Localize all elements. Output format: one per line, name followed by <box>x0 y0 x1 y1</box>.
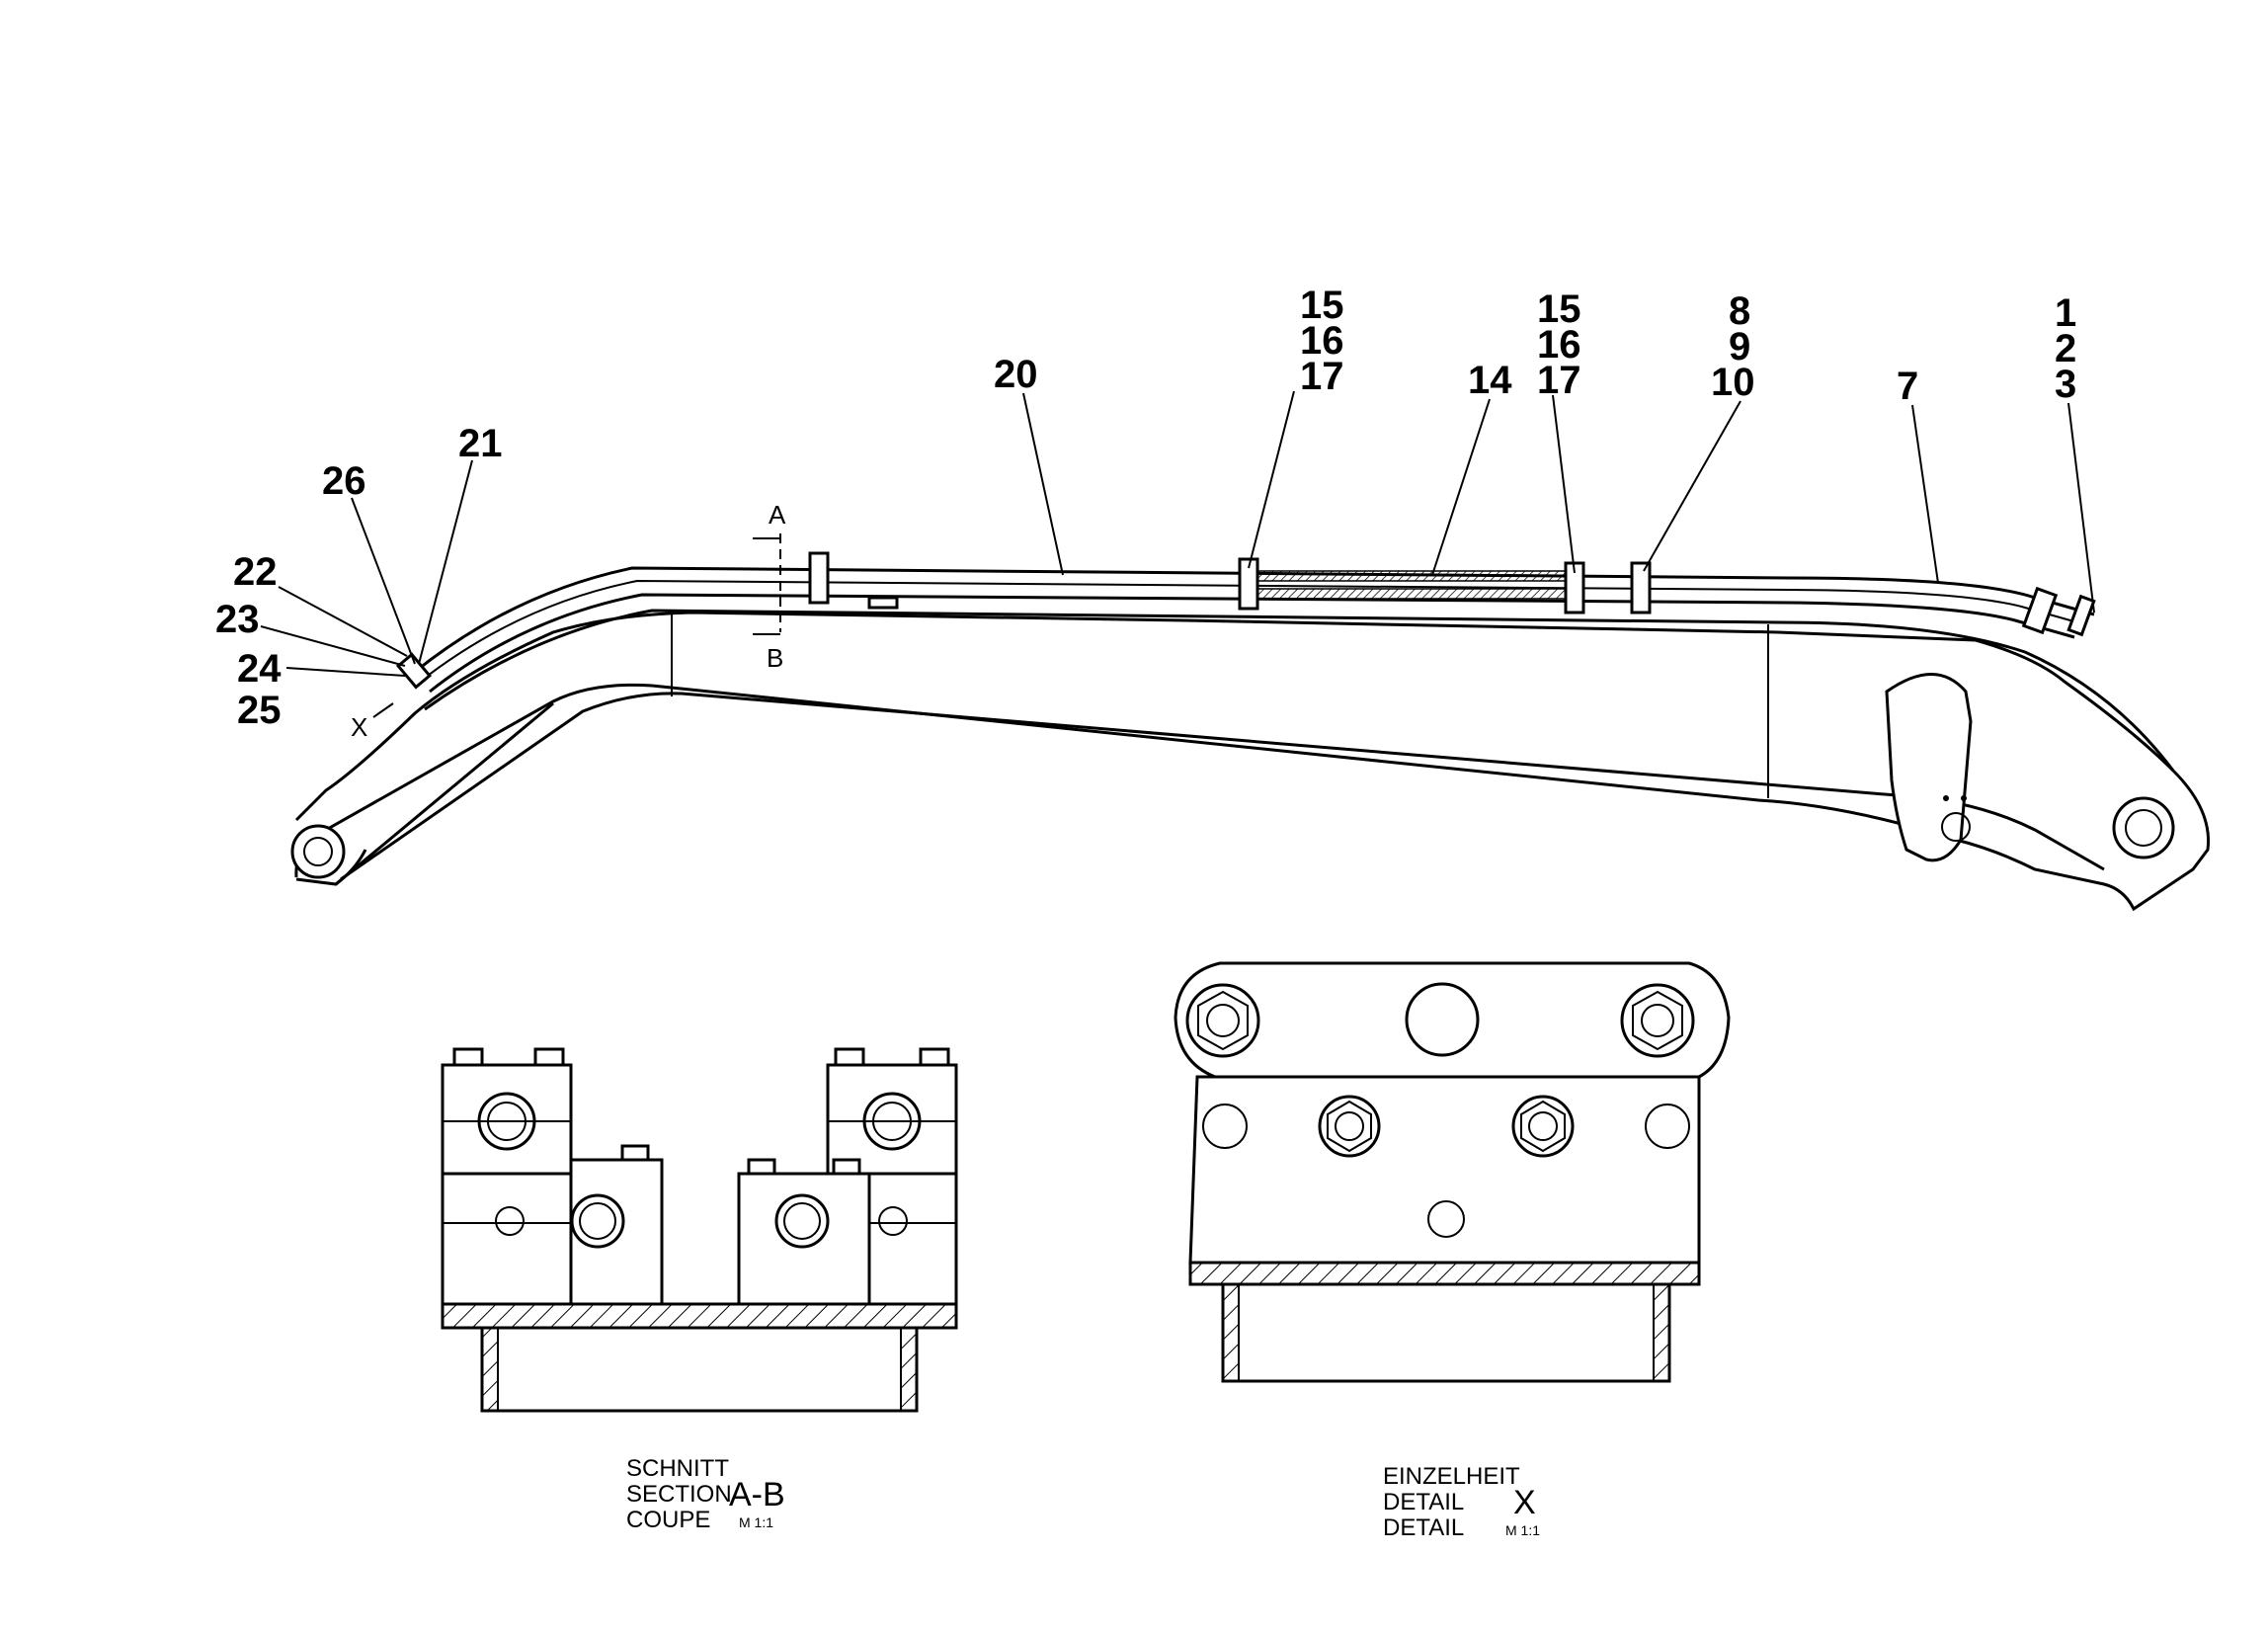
section-ab-line3: COUPE <box>626 1507 710 1533</box>
detail-x-view <box>1174 961 1731 1383</box>
detail-x-line3: DETAIL <box>1383 1514 1464 1541</box>
detail-x-id: X <box>1513 1484 1536 1521</box>
callout-15b: 15 <box>1537 287 1581 331</box>
boom-arm <box>290 609 2211 912</box>
section-ab-id: A-B <box>729 1476 785 1513</box>
caption-detail-x: EINZELHEIT DETAIL DETAIL X M 1:1 <box>1383 1463 1540 1541</box>
detail-x-line1: EINZELHEIT <box>1383 1463 1520 1490</box>
callout-10: 10 <box>1711 361 1755 404</box>
callouts: 15 16 17 15 16 17 8 9 10 1 2 3 7 14 20 2… <box>215 284 2095 732</box>
callout-2: 2 <box>2055 327 2076 370</box>
callout-3: 3 <box>2055 363 2076 406</box>
callout-21: 21 <box>458 422 503 465</box>
caption-section-ab: SCHNITT SECTION COUPE A-B M 1:1 <box>626 1455 785 1533</box>
callout-14: 14 <box>1468 359 1512 402</box>
callout-22: 22 <box>233 550 278 594</box>
callout-25: 25 <box>237 689 282 732</box>
callout-26: 26 <box>322 459 366 503</box>
callout-7: 7 <box>1897 365 1918 408</box>
hose-lines <box>395 551 2096 694</box>
detail-marker-x: X <box>351 702 394 742</box>
callout-17b: 17 <box>1537 359 1581 402</box>
callout-9: 9 <box>1729 325 1750 368</box>
callout-16a: 16 <box>1300 319 1344 363</box>
callout-23: 23 <box>215 598 260 641</box>
callout-8: 8 <box>1729 289 1750 333</box>
section-marker-b: B <box>767 643 783 673</box>
callout-20: 20 <box>994 353 1038 396</box>
section-ab-line2: SECTION <box>626 1481 732 1508</box>
section-marker-ab: A B <box>753 500 786 673</box>
section-ab-line1: SCHNITT <box>626 1455 729 1482</box>
callout-24: 24 <box>237 647 282 691</box>
section-ab-view <box>441 1047 958 1413</box>
section-ab-scale: M 1:1 <box>739 1514 773 1530</box>
detail-x-scale: M 1:1 <box>1505 1522 1540 1538</box>
callout-16b: 16 <box>1537 323 1581 367</box>
section-marker-a: A <box>769 500 786 530</box>
callout-17a: 17 <box>1300 355 1344 398</box>
callout-15a: 15 <box>1300 284 1344 327</box>
detail-marker-x-label: X <box>351 712 367 742</box>
callout-1: 1 <box>2055 291 2076 335</box>
detail-x-line2: DETAIL <box>1383 1489 1464 1515</box>
